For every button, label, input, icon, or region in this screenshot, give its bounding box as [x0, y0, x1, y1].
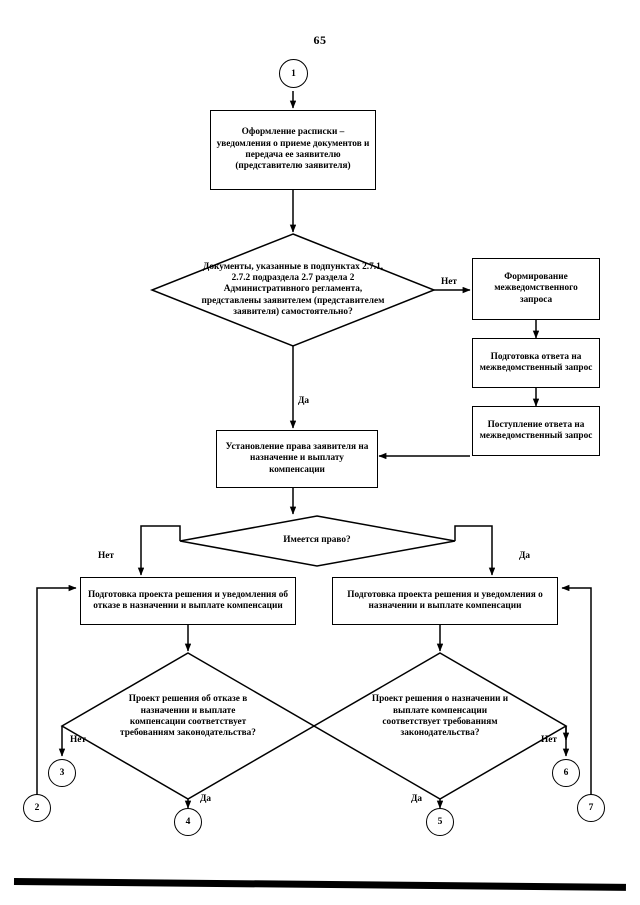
edge-hasright-no — [137, 525, 181, 576]
connector-circle-6: 6 — [552, 759, 580, 787]
decision-docs-label: Документы, указанные в подпунктах 2.7.1,… — [196, 248, 390, 332]
edge-label-award-yes: Да — [411, 794, 423, 804]
decision-award-compliance-text: Проект решения о назначении и выплате ко… — [371, 694, 509, 739]
shape-has-right-decision — [179, 515, 456, 567]
process-box-refusal-draft-text: Подготовка проекта решения и уведомления… — [87, 589, 289, 611]
connector-circle-4: 4 — [174, 808, 202, 836]
connector-circle-5: 5 — [426, 808, 454, 836]
connector-circle-2: 2 — [23, 794, 51, 822]
process-box-receive-answer: Поступление ответа на межведомственный з… — [472, 406, 600, 456]
page-number: 65 — [313, 33, 327, 47]
edge-label-docs-yes: Да — [298, 396, 310, 406]
process-box-receipt-text: Оформление расписки – уведомления о прие… — [216, 127, 370, 172]
process-box-refusal-draft: Подготовка проекта решения и уведомления… — [80, 577, 296, 625]
decision-refusal-compliance-text: Проект решения об отказе в назначении и … — [120, 694, 256, 739]
edge-connector7-feedback — [561, 584, 592, 795]
process-box-receive-answer-text: Поступление ответа на межведомственный з… — [479, 419, 593, 441]
edge-connector2-feedback — [36, 584, 77, 795]
edge-label-refusal-no: Нет — [70, 735, 86, 745]
decision-has-right-label: Имеется право? — [247, 531, 387, 551]
process-box-form-request: Формирование межведомственного запроса — [472, 258, 600, 320]
process-box-award-draft: Подготовка проекта решения и уведомления… — [332, 577, 558, 625]
edge-label-award-no: Нет — [541, 735, 557, 745]
edge-label-refusal-yes: Да — [200, 794, 212, 804]
decision-award-compliance-label: Проект решения о назначении и выплате ко… — [364, 674, 516, 760]
process-box-prepare-answer: Подготовка ответа на межведомственный за… — [472, 338, 600, 388]
edge-label-right-yes: Да — [519, 551, 531, 561]
process-box-establish-right: Установление права заявителя на назначен… — [216, 430, 378, 488]
connector-circle-1: 1 — [279, 59, 308, 88]
process-box-receipt: Оформление расписки – уведомления о прие… — [210, 110, 376, 190]
decision-has-right-text: Имеется право? — [283, 535, 351, 546]
edge-label-docs-no: Нет — [441, 277, 457, 287]
decision-refusal-compliance-label: Проект решения об отказе в назначении и … — [112, 674, 264, 760]
decision-docs-text: Документы, указанные в подпунктах 2.7.1,… — [201, 261, 385, 317]
process-box-establish-right-text: Установление права заявителя на назначен… — [225, 442, 369, 475]
connector-circle-7: 7 — [577, 794, 605, 822]
edge-hasright-yes — [454, 525, 496, 576]
process-box-award-draft-text: Подготовка проекта решения и уведомления… — [347, 589, 543, 611]
edge-label-right-no: Нет — [98, 551, 114, 561]
connector-circle-3: 3 — [48, 759, 76, 787]
process-box-form-request-text: Формирование межведомственного запроса — [494, 272, 578, 305]
process-box-prepare-answer-text: Подготовка ответа на межведомственный за… — [479, 351, 593, 373]
